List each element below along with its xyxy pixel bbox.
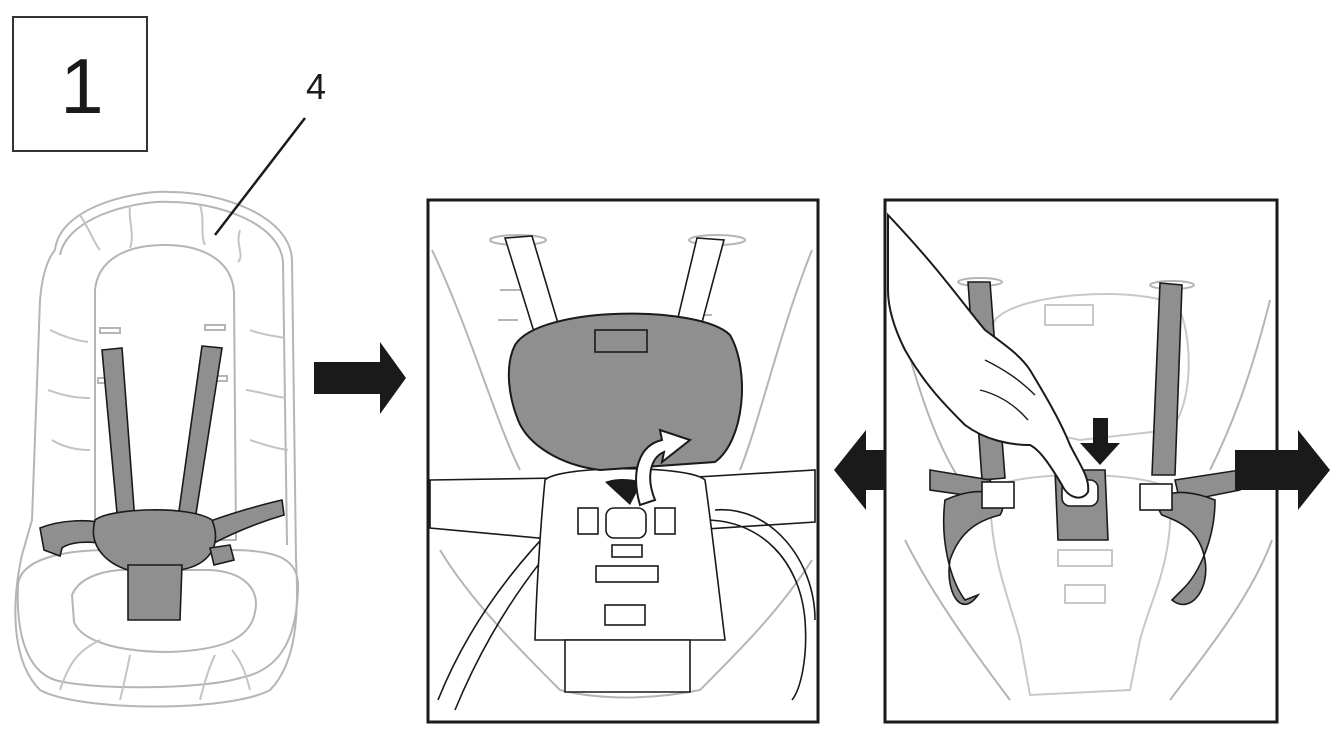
strap-end [209,544,235,566]
right-buckle-tongue [1139,483,1173,511]
harness-slot [99,327,121,334]
buckle-label [611,544,643,558]
left-shoulder-strap [101,347,136,525]
seat-overview [14,190,300,708]
right-arrow-icon [1235,430,1330,510]
seat-back-panel [94,243,238,541]
buckle-tongue-slot [1064,584,1106,604]
buckle-tongue-slot [604,604,646,626]
right-arrow-icon [314,342,406,414]
right-waist-strap [198,499,285,547]
right-shoulder-strap [1151,282,1183,476]
hand-knuckle-lines [979,359,1036,421]
loose-strap [437,509,816,711]
buckle-slot [654,507,676,535]
crotch-strap [127,564,183,621]
step-number: 1 [60,41,104,130]
seat-pad-inner-outline [59,200,288,546]
pad-wrinkle-lines [47,204,289,701]
press-down-arrow-icon [1080,418,1120,465]
pad-fold-shadow [605,479,642,505]
crotch-strap [564,639,691,693]
buckle-slot [577,507,599,535]
pad-label [594,329,648,353]
buckle-detail-panel [426,198,820,724]
pad-label [1044,304,1094,326]
release-buckle-panel [883,198,1279,724]
hand [887,212,1090,499]
seat-harness [39,345,285,621]
harness-slot [204,324,226,331]
seat-contour-lines [899,299,1273,701]
right-shoulder-strap [177,345,223,521]
crotch-pad [92,509,217,573]
step-number-box: 1 [12,16,148,152]
seat-cushion-inner [70,568,257,654]
buckle-release-button [605,507,647,539]
crotch-pad [507,312,743,472]
left-buckle-tongue [981,481,1015,509]
buckle-label [595,565,659,583]
seat-pad-outline [14,190,298,708]
curved-up-arrow-icon [635,428,693,507]
buckle-label [1057,549,1113,567]
callout-label: 4 [306,66,327,107]
callout-leader-line [214,117,306,236]
